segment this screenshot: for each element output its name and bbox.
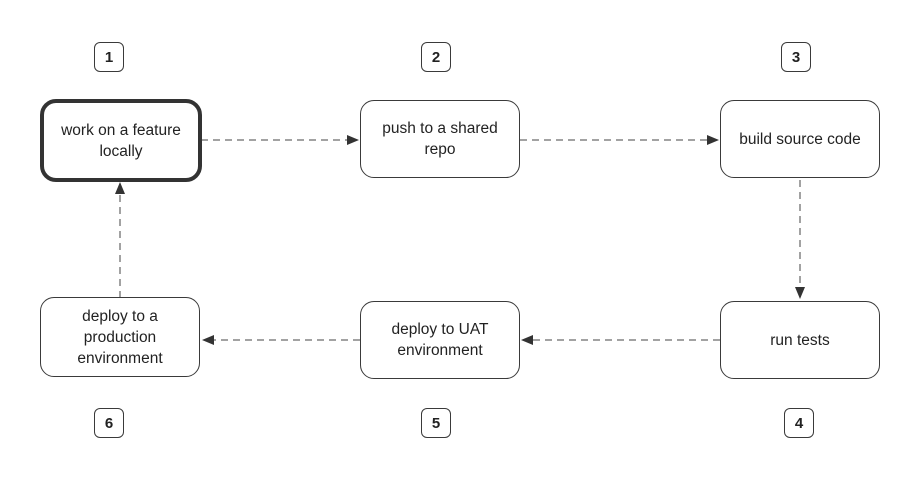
step-node-label: push to a shared repo <box>382 120 498 158</box>
step-node-label: deploy to a production environment <box>77 307 163 367</box>
step-number-badge-5: 5 <box>421 408 451 438</box>
step-node-work-on-feature[interactable]: work on a feature locally <box>40 99 202 182</box>
step-node-label: deploy to UAT environment <box>391 321 489 359</box>
step-number-badge-1: 1 <box>94 42 124 72</box>
step-node-build-source[interactable]: build source code <box>720 100 880 178</box>
step-node-label: run tests <box>770 331 830 349</box>
step-number-badge-2: 2 <box>421 42 451 72</box>
step-number-badge-3: 3 <box>781 42 811 72</box>
step-number-badge-4: 4 <box>784 408 814 438</box>
step-node-deploy-production[interactable]: deploy to a production environment <box>40 297 200 377</box>
step-node-label: work on a feature locally <box>61 121 181 160</box>
step-node-push-to-repo[interactable]: push to a shared repo <box>360 100 520 178</box>
step-node-label: build source code <box>739 130 861 148</box>
step-number-badge-6: 6 <box>94 408 124 438</box>
step-node-deploy-uat[interactable]: deploy to UAT environment <box>360 301 520 379</box>
step-node-run-tests[interactable]: run tests <box>720 301 880 379</box>
